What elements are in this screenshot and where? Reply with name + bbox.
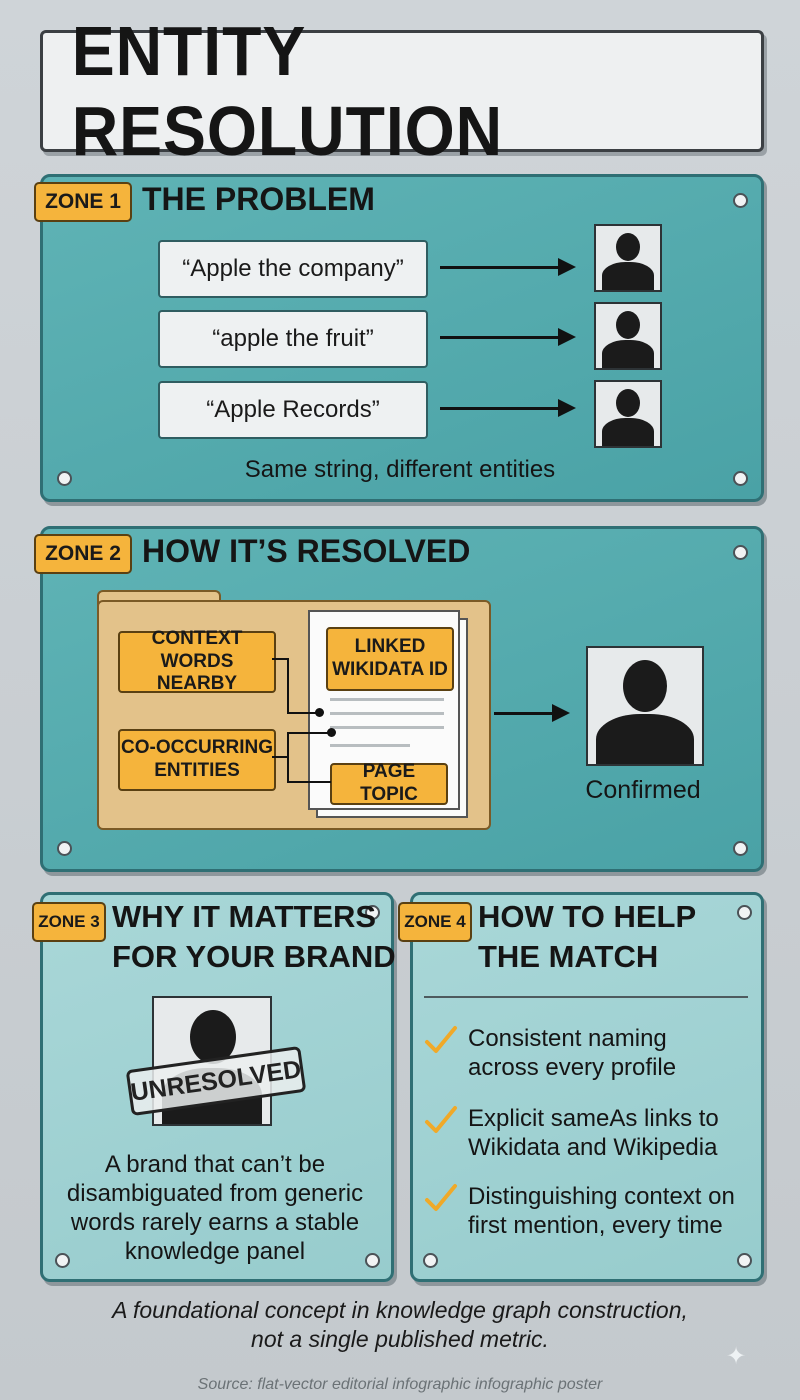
quote-apple-fruit: “apple the fruit” [158, 310, 428, 368]
arrow-right-icon [494, 704, 570, 722]
person-silhouette-icon [594, 302, 662, 370]
rivet [55, 1253, 70, 1268]
zone-1-tag: ZONE 1 [34, 182, 132, 222]
rivet [423, 1253, 438, 1268]
rivet [737, 905, 752, 920]
connector-line [287, 732, 329, 734]
zone-3-heading-line2: FOR YOUR BRAND [112, 939, 396, 974]
rivet [365, 905, 380, 920]
label-context-words-nearby: CONTEXT WORDS NEARBY [118, 628, 276, 694]
text-line [330, 712, 444, 715]
label-linked-wikidata-id: LINKED WIKIDATA ID [326, 627, 454, 691]
connector-line [287, 781, 331, 783]
confirmed-person-icon [586, 646, 704, 766]
tip-3-line1: Distinguishing context on [468, 1183, 735, 1210]
footer-line2: not a single published metric. [251, 1325, 549, 1352]
connector-dot [315, 708, 324, 717]
zone-3-body-line1: A brand that can’t be [104, 1151, 326, 1178]
label-co-occurring-entities: CO-OCCURRING ENTITIES [118, 729, 276, 791]
text-line [330, 744, 410, 747]
connector-dot [327, 728, 336, 737]
quote-apple-company: “Apple the company” [158, 240, 428, 298]
title-banner: ENTITY RESOLUTION [40, 12, 764, 170]
checkmark-icon [425, 1106, 457, 1133]
rivet [737, 1253, 752, 1268]
divider [424, 996, 748, 998]
sparkle-icon: ✦ [726, 1343, 747, 1370]
rivet [733, 841, 748, 856]
rivet [733, 193, 748, 208]
zone-3-body-line3: words rarely earns a stable [70, 1209, 360, 1236]
zone-3-heading-line1: WHY IT MATTERS [112, 899, 377, 934]
rivet [365, 1253, 380, 1268]
zone-4-heading-line1: HOW TO HELP [478, 899, 697, 934]
tip-3-line2: first mention, every time [468, 1212, 723, 1240]
zone-1-heading: THE PROBLEM [142, 181, 375, 217]
connector-line [287, 732, 289, 782]
zone-3-tag: ZONE 3 [32, 902, 106, 942]
tip-1-line1: Consistent naming [468, 1025, 667, 1052]
zone-2-heading: HOW IT’S RESOLVED [142, 533, 471, 569]
label-page-topic: PAGE TOPIC [330, 761, 448, 805]
connector-line [287, 712, 317, 714]
zone-1-caption: Same string, different entities [244, 456, 556, 483]
zone-2-tag: ZONE 2 [34, 534, 132, 574]
zone-4-panel [410, 892, 764, 1282]
confirmed-label: Confirmed [585, 776, 701, 804]
connector-line [272, 658, 288, 660]
connector-line [287, 658, 289, 713]
tip-1-line2: across every profile [468, 1054, 677, 1082]
arrow-right-icon [440, 399, 576, 417]
zone-4-tag: ZONE 4 [398, 902, 472, 942]
connector-line [272, 756, 288, 758]
zone-4-heading-line2: THE MATCH [478, 939, 659, 974]
footer-note: A foundational concept in knowledge grap… [40, 1296, 760, 1354]
rivet [733, 545, 748, 560]
person-silhouette-icon [594, 380, 662, 448]
rivet [733, 471, 748, 486]
rivet [57, 841, 72, 856]
text-line [330, 726, 444, 729]
tip-2-line2: Wikidata and Wikipedia [468, 1134, 718, 1162]
checkmark-icon [425, 1026, 457, 1053]
checkmark-icon [425, 1184, 457, 1211]
zone-3-body-line4: knowledge panel [124, 1238, 306, 1265]
footer-line1: A foundational concept in knowledge grap… [112, 1297, 688, 1323]
rivet [57, 471, 72, 486]
tip-2-line1: Explicit sameAs links to [468, 1105, 719, 1132]
arrow-right-icon [440, 328, 576, 346]
arrow-right-icon [440, 258, 576, 276]
page-title: ENTITY RESOLUTION [71, 12, 504, 170]
quote-apple-records: “Apple Records” [158, 381, 428, 439]
person-silhouette-icon [594, 224, 662, 292]
source-credit: Source: flat-vector editorial infographi… [197, 1376, 603, 1393]
text-line [330, 698, 444, 701]
zone-3-body-line2: disambiguated from generic [66, 1180, 364, 1207]
